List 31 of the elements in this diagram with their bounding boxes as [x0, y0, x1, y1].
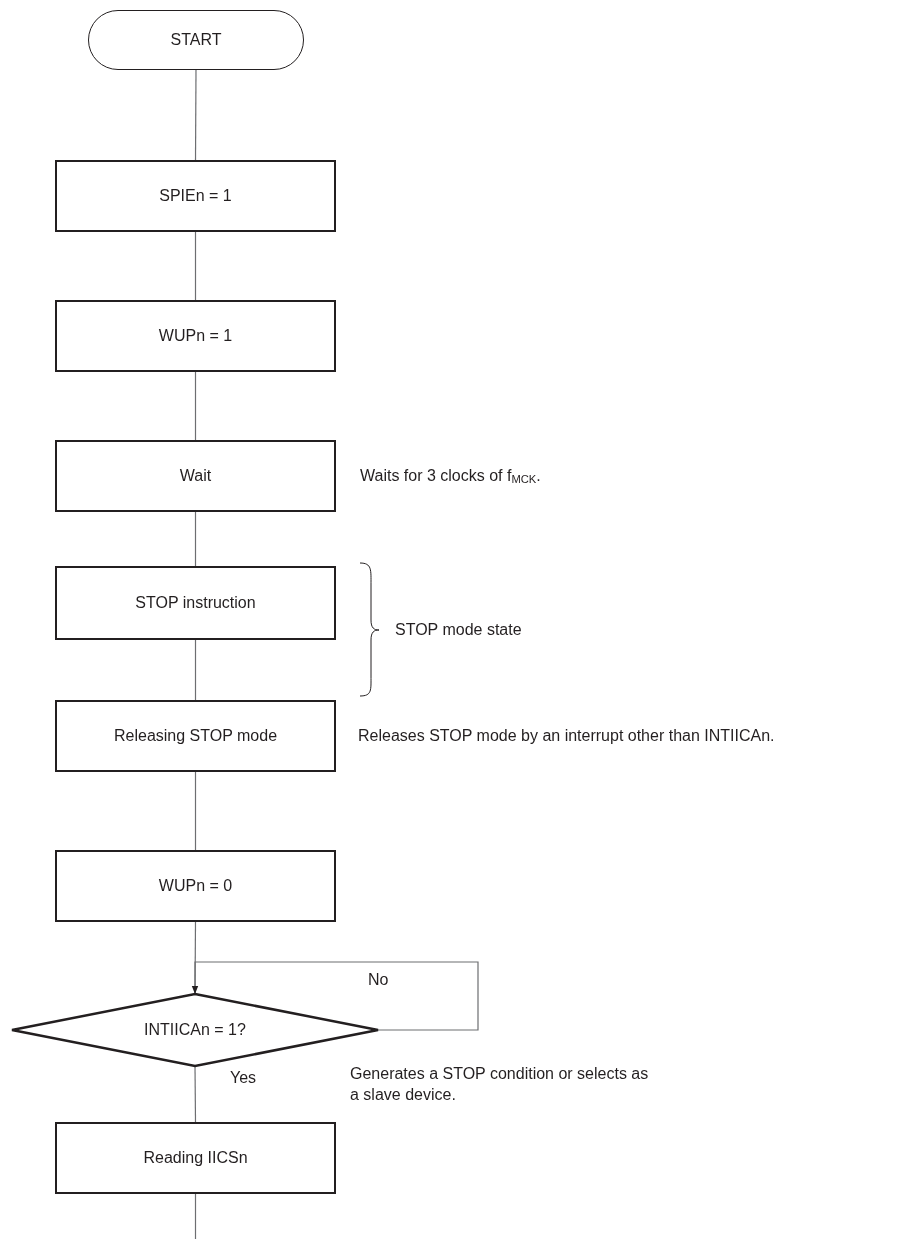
annotation: Generates a STOP condition or selects as a slave device. — [350, 1064, 650, 1105]
connector-line — [194, 639, 197, 701]
connector-line — [194, 511, 197, 567]
connector-line — [194, 231, 197, 301]
process-box — [55, 850, 336, 922]
node-label: START — [170, 31, 222, 49]
annotation: Releases STOP mode by an interrupt other than INTIICAn. — [358, 726, 775, 746]
process-box — [55, 300, 336, 372]
annotation: Waits for 3 clocks of f$_{MCK}$. — [360, 466, 541, 487]
connector-line — [194, 69, 197, 161]
node-label: WUPn = 0 — [158, 877, 233, 895]
node-label: INTIICAn = 1? — [144, 1021, 246, 1039]
process-box — [55, 1122, 336, 1194]
node-label: Wait — [179, 467, 212, 485]
node-label: Releasing STOP mode — [113, 727, 278, 745]
connector-line — [191, 961, 479, 1031]
start-terminal — [88, 10, 304, 70]
process-box — [55, 440, 336, 512]
connector-line — [194, 771, 197, 851]
process-box — [55, 566, 336, 640]
node-label: SPIEn = 1 — [159, 187, 232, 205]
connector-line — [194, 1193, 197, 1239]
decision-diamond — [12, 994, 378, 1066]
connector-line — [194, 371, 197, 441]
bracket-label: STOP mode state — [395, 620, 522, 640]
process-box — [55, 700, 336, 772]
connector-line — [194, 1065, 197, 1123]
node-label: WUPn = 1 — [158, 327, 233, 345]
node-label: Reading IICSn — [143, 1149, 248, 1167]
process-box — [55, 160, 336, 232]
node-label: STOP instruction — [135, 594, 256, 612]
